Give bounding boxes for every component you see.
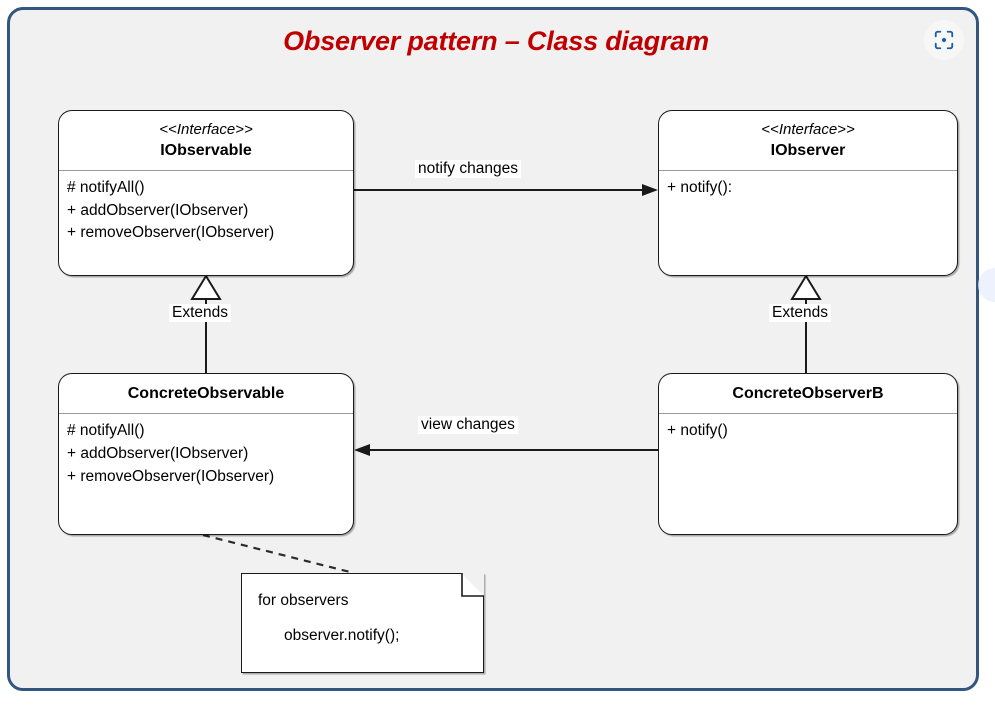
- edge-label-extends-observer: Extends: [769, 304, 832, 322]
- class-member: + notify(): [667, 422, 728, 440]
- class-member: + addObserver(IObserver): [67, 201, 249, 219]
- relationship-extends-observable: [190, 274, 222, 373]
- class-divider: [59, 169, 353, 171]
- class-divider: [659, 413, 957, 415]
- class-member: + addObserver(IObserver): [67, 444, 249, 462]
- edge-label-extends-observable: Extends: [169, 304, 232, 322]
- page-title: Observer pattern – Class diagram: [283, 26, 709, 56]
- class-box-concreteobservable[interactable]: ConcreteObservable # notifyAll() + addOb…: [58, 373, 354, 535]
- relationship-extends-observer: [790, 274, 822, 373]
- note-line: for observers: [258, 592, 349, 609]
- class-divider: [659, 169, 957, 171]
- note-line: observer.notify();: [284, 627, 400, 644]
- class-header: <<Interface>> IObservable: [59, 111, 353, 171]
- note-fold-corner: [461, 573, 484, 596]
- class-stereotype: <<Interface>>: [761, 121, 855, 138]
- note-fold-edge-icon: [461, 573, 484, 597]
- class-member: + removeObserver(IObserver): [67, 224, 275, 242]
- class-stereotype: <<Interface>>: [159, 121, 253, 138]
- edge-label-view-changes: view changes: [418, 416, 518, 434]
- class-member: # notifyAll(): [67, 422, 145, 440]
- relationship-view-changes: [354, 444, 658, 456]
- class-header: ConcreteObserverB: [659, 374, 957, 415]
- class-box-iobservable[interactable]: <<Interface>> IObservable # notifyAll() …: [58, 110, 354, 276]
- scan-focus-icon: [934, 30, 954, 50]
- class-divider: [59, 413, 353, 415]
- diagram-canvas: Observer pattern – Class diagram: [7, 7, 979, 691]
- scan-focus-icon-button[interactable]: [924, 20, 964, 60]
- class-members: + notify(): [659, 414, 957, 443]
- class-member: # notifyAll(): [67, 178, 145, 196]
- note-box[interactable]: for observers observer.notify();: [241, 573, 484, 673]
- class-members: + notify():: [659, 171, 957, 200]
- class-name: IObservable: [160, 141, 252, 159]
- edge-label-notify-changes: notify changes: [415, 160, 521, 178]
- class-name: ConcreteObserverB: [732, 385, 884, 402]
- class-box-iobserver[interactable]: <<Interface>> IObserver + notify():: [658, 110, 958, 276]
- class-box-concreteobserverb[interactable]: ConcreteObserverB + notify(): [658, 373, 958, 535]
- class-name: ConcreteObservable: [127, 385, 285, 402]
- class-name: IObserver: [770, 141, 846, 159]
- class-member: + notify():: [667, 178, 733, 196]
- class-header: ConcreteObservable: [59, 374, 353, 415]
- class-member: + removeObserver(IObserver): [67, 467, 275, 485]
- relationship-note-link: [202, 533, 355, 575]
- edge-nav-circle[interactable]: [978, 268, 995, 302]
- class-header: <<Interface>> IObserver: [659, 111, 957, 171]
- class-members: # notifyAll() + addObserver(IObserver) +…: [59, 414, 353, 488]
- class-members: # notifyAll() + addObserver(IObserver) +…: [59, 171, 353, 245]
- relationship-notify-changes: [354, 184, 658, 196]
